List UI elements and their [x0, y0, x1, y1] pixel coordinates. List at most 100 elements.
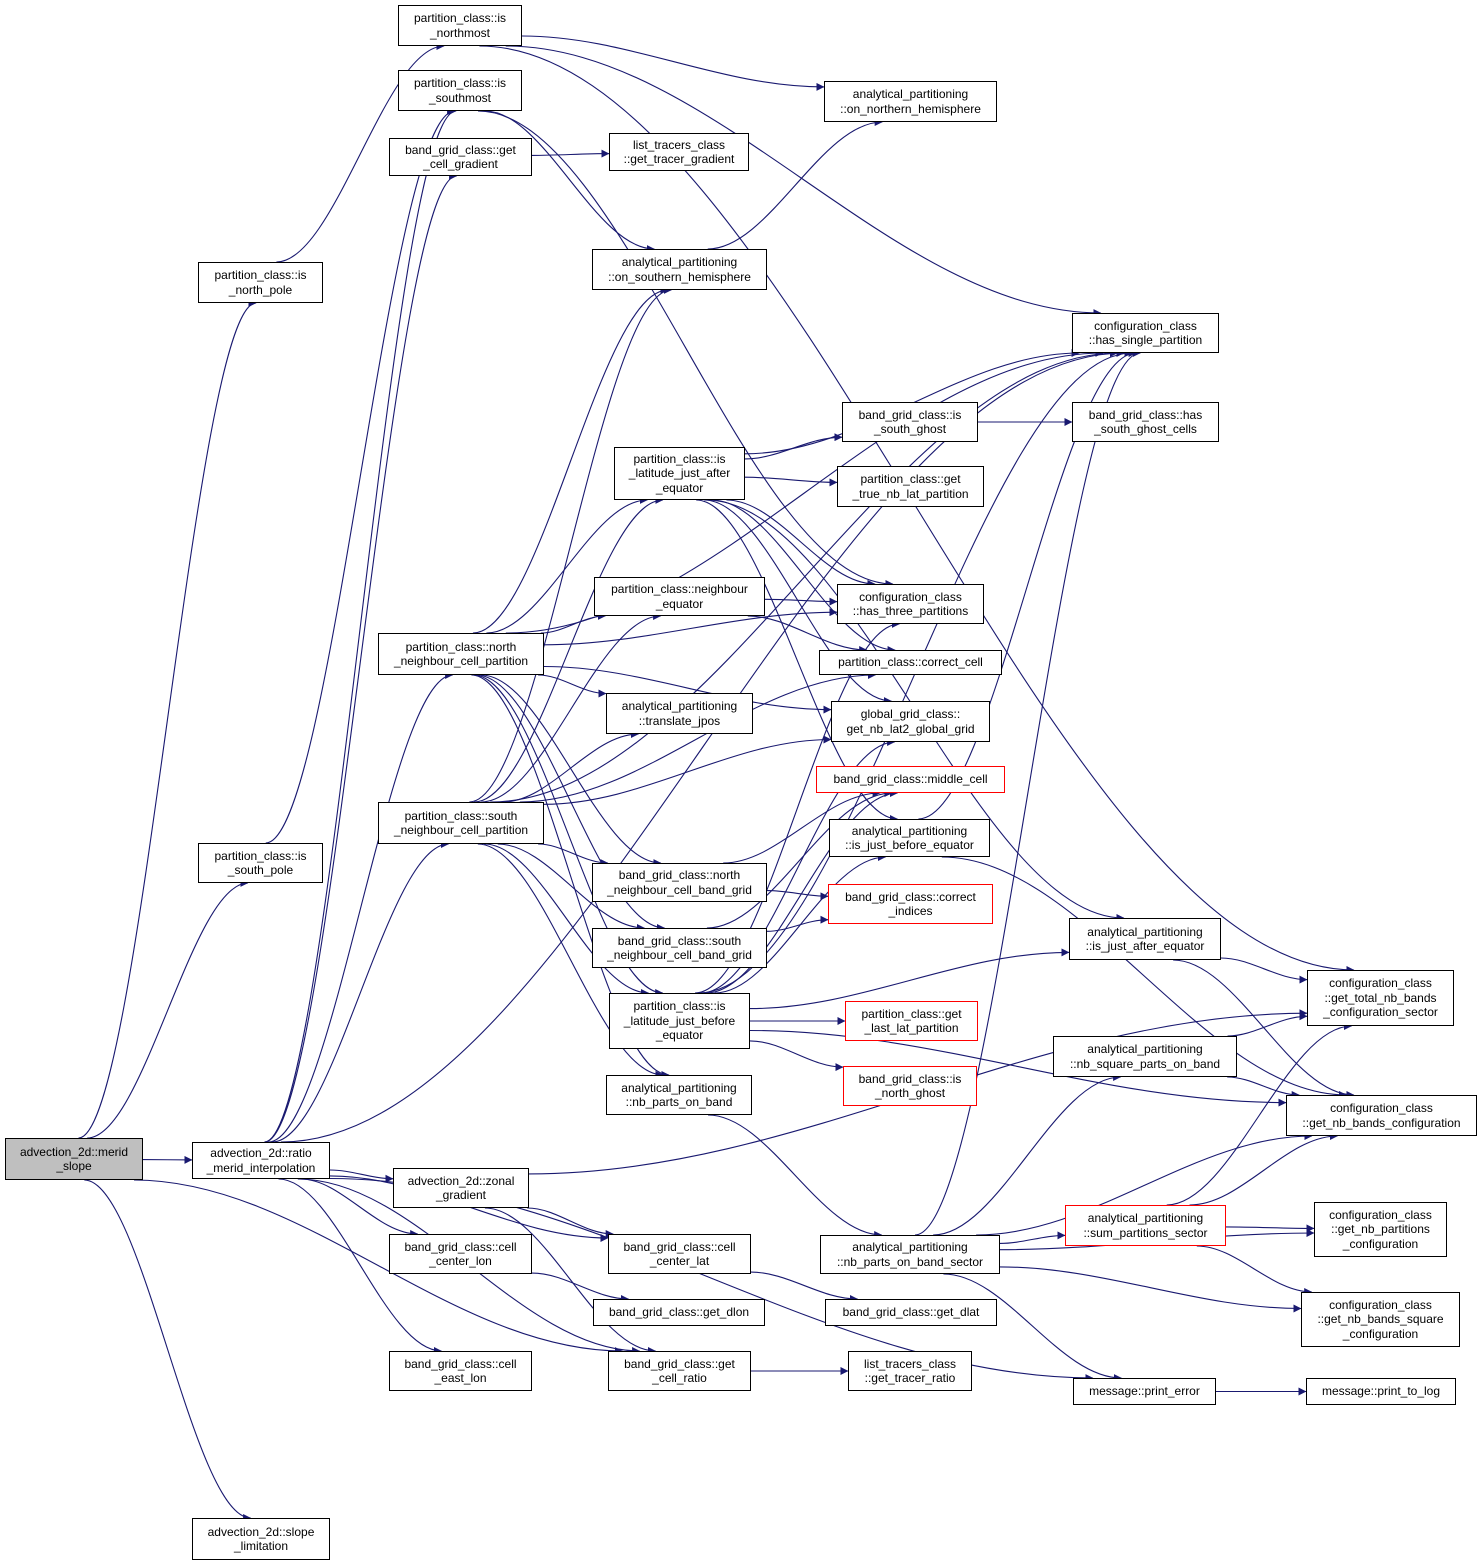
edge-lat-before-eq-to-nb-lat2 — [701, 738, 896, 994]
node-label-line: partition_class::is — [214, 848, 307, 863]
edge-neighbour-equator-to-correct-cell — [747, 615, 868, 654]
node-label-line: analytical_partitioning — [852, 87, 969, 101]
node-zonal-gradient[interactable]: advection_2d::zonal_gradient — [393, 1168, 529, 1208]
node-nb-square-parts[interactable]: analytical_partitioning::nb_square_parts… — [1053, 1036, 1237, 1077]
node-nb-parts-on-band[interactable]: analytical_partitioning::nb_parts_on_ban… — [606, 1075, 752, 1115]
node-cell-center-lat[interactable]: band_grid_class::cell_center_lat — [608, 1234, 751, 1274]
node-has-single[interactable]: configuration_class::has_single_partitio… — [1072, 313, 1219, 353]
node-is-north-ghost[interactable]: band_grid_class::is_north_ghost — [843, 1066, 977, 1106]
node-has-south-ghost-cells[interactable]: band_grid_class::has_south_ghost_cells — [1072, 402, 1219, 442]
node-get-dlon[interactable]: band_grid_class::get_dlon — [593, 1299, 765, 1326]
node-north-neigh-band[interactable]: band_grid_class::north_neighbour_cell_ba… — [592, 863, 767, 902]
node-north-pole[interactable]: partition_class::is_north_pole — [198, 262, 323, 303]
node-middle-cell[interactable]: band_grid_class::middle_cell — [816, 766, 1005, 793]
node-label-line: analytical_partitioning — [1087, 1211, 1204, 1225]
edge-neighbour-equator-to-has-three — [764, 597, 838, 606]
node-is-just-after-eq[interactable]: analytical_partitioning::is_just_after_e… — [1069, 918, 1221, 960]
node-label-line: partition_class::is — [633, 451, 726, 466]
node-cell-east-lon[interactable]: band_grid_class::cell_east_lon — [389, 1351, 532, 1391]
node-nb-parts-sector[interactable]: analytical_partitioning::nb_parts_on_ban… — [820, 1235, 1000, 1274]
node-label-line: list_tracers_class — [632, 137, 726, 152]
node-label-line: partition_class::is — [413, 76, 507, 90]
node-get-tracer-gradient[interactable]: list_tracers_class::get_tracer_gradient — [609, 133, 749, 171]
node-sum-partitions[interactable]: analytical_partitioning::sum_partitions_… — [1065, 1205, 1226, 1246]
node-label-line: configuration_class — [1329, 1207, 1432, 1222]
edge-lat-after-eq-to-is-south-ghost — [744, 433, 843, 460]
node-lat-after-eq[interactable]: partition_class::is_latitude_just_after_… — [614, 447, 745, 500]
node-cell-center-lon[interactable]: band_grid_class::cell_center_lon — [389, 1234, 532, 1274]
edge-south-neigh-part-to-north-neigh-band — [538, 843, 609, 867]
node-label-line: analytical_partitioning — [621, 1080, 737, 1095]
node-label-line: band_grid_class::is — [858, 1071, 962, 1086]
node-is-northmost[interactable]: partition_class::is_northmost — [398, 5, 522, 46]
node-label-line: band_grid_class::cell — [404, 1356, 517, 1371]
node-label-line: analytical_partitioning — [851, 823, 968, 838]
edge-north-neigh-band-to-middle-cell — [723, 789, 881, 864]
edge-is-northmost-to-on-northern — [521, 35, 825, 91]
node-has-three[interactable]: configuration_class::has_three_partition… — [837, 584, 984, 624]
edge-merid-slope-to-north-pole — [78, 299, 257, 1139]
node-print-error[interactable]: message::print_error — [1073, 1378, 1216, 1405]
edge-sum-partitions-to-nb-bands-square — [1196, 1245, 1313, 1296]
node-correct-indices[interactable]: band_grid_class::correct_indices — [828, 884, 993, 924]
node-true-nb-lat[interactable]: partition_class::get_true_nb_lat_partiti… — [837, 466, 984, 507]
node-nb-bands-config[interactable]: configuration_class::get_nb_bands_config… — [1286, 1095, 1477, 1136]
edge-north-neigh-part-to-translate-jpos — [538, 674, 607, 698]
node-get-dlat[interactable]: band_grid_class::get_dlat — [825, 1299, 997, 1326]
node-is-south-ghost[interactable]: band_grid_class::is_south_ghost — [842, 402, 978, 442]
node-nb-bands-square[interactable]: configuration_class::get_nb_bands_square… — [1301, 1292, 1460, 1347]
node-is-just-before-eq[interactable]: analytical_partitioning::is_just_before_… — [829, 819, 990, 857]
node-label-line: _south_ghost — [873, 422, 947, 436]
edge-south-neigh-part-to-nb-parts-on-band — [477, 843, 664, 1079]
node-get-cell-gradient[interactable]: band_grid_class::get_cell_gradient — [389, 138, 532, 176]
node-label-line: _limitation — [233, 1539, 289, 1553]
node-label-line: partition_class::get — [861, 1006, 962, 1021]
node-slope-lim[interactable]: advection_2d::slope_limitation — [192, 1518, 330, 1560]
node-label-line: _north_ghost — [874, 1086, 946, 1100]
node-nb-lat2[interactable]: global_grid_class::get_nb_lat2_global_gr… — [831, 701, 990, 742]
edge-lat-after-eq-to-is-just-before-eq — [696, 499, 898, 823]
node-get-cell-ratio[interactable]: band_grid_class::get_cell_ratio — [608, 1351, 751, 1391]
node-north-neigh-part[interactable]: partition_class::north_neighbour_cell_pa… — [378, 633, 544, 675]
node-correct-cell[interactable]: partition_class::correct_cell — [819, 650, 1002, 675]
edge-is-southmost-to-on-southern — [485, 110, 655, 253]
node-lat-before-eq[interactable]: partition_class::is_latitude_just_before… — [609, 993, 750, 1049]
node-label-line: list_tracers_class — [863, 1356, 957, 1371]
edge-ratio-merid-to-cell-east-lon — [278, 1178, 442, 1355]
node-south-neigh-band[interactable]: band_grid_class::south_neighbour_cell_ba… — [592, 928, 767, 968]
node-neighbour-equator[interactable]: partition_class::neighbour_equator — [594, 577, 765, 616]
edge-south-neigh-part-to-south-neigh-band — [497, 843, 645, 932]
node-print-to-log[interactable]: message::print_to_log — [1306, 1378, 1456, 1405]
edge-north-neigh-part-to-north-neigh-band — [481, 674, 662, 867]
node-merid-slope[interactable]: advection_2d::merid_slope — [5, 1138, 143, 1180]
node-label-line: _cell_gradient — [423, 157, 498, 171]
node-label-line: band_grid_class::south — [617, 933, 742, 948]
node-label-line: _neighbour_cell_partition — [393, 654, 529, 668]
node-on-northern[interactable]: analytical_partitioning::on_northern_hem… — [824, 81, 997, 122]
node-nb-partitions-config[interactable]: configuration_class::get_nb_partitions_c… — [1314, 1202, 1447, 1257]
edge-south-neigh-band-to-correct-indices — [766, 915, 829, 932]
node-on-southern[interactable]: analytical_partitioning::on_southern_hem… — [592, 249, 767, 290]
node-label-line: analytical_partitioning — [621, 699, 738, 713]
node-label-line: _neighbour_cell_band_grid — [607, 882, 752, 897]
node-label-line: ::is_just_after_equator — [1085, 939, 1205, 953]
node-label-line: _latitude_just_after — [628, 466, 731, 481]
node-south-pole[interactable]: partition_class::is_south_pole — [198, 843, 323, 883]
edge-on-southern-to-on-northern — [707, 118, 883, 250]
node-south-neigh-part[interactable]: partition_class::south_neighbour_cell_pa… — [378, 802, 544, 844]
node-last-lat[interactable]: partition_class::get_last_lat_partition — [845, 1001, 978, 1041]
node-total-nb-bands[interactable]: configuration_class::get_total_nb_bands_… — [1307, 970, 1454, 1026]
node-label-line: _true_nb_lat_partition — [852, 486, 969, 501]
node-is-southmost[interactable]: partition_class::is_southmost — [398, 70, 522, 111]
node-ratio-merid[interactable]: advection_2d::ratio_merid_interpolation — [192, 1142, 330, 1179]
node-label-line: _southmost — [428, 90, 492, 105]
node-label-line: _equator — [655, 596, 704, 611]
node-label-line: band_grid_class::cell — [623, 1239, 736, 1254]
edge-is-just-before-eq-to-has-single — [918, 349, 1137, 820]
edge-lat-before-eq-to-middle-cell — [706, 789, 898, 994]
node-label-line: band_grid_class::get — [405, 142, 516, 157]
node-translate-jpos[interactable]: analytical_partitioning::translate_jpos — [606, 693, 753, 734]
node-get-tracer-ratio[interactable]: list_tracers_class::get_tracer_ratio — [848, 1351, 972, 1391]
node-label-line: analytical_partitioning — [1087, 924, 1203, 939]
edge-north-neigh-part-to-nb-parts-on-band — [471, 674, 670, 1079]
